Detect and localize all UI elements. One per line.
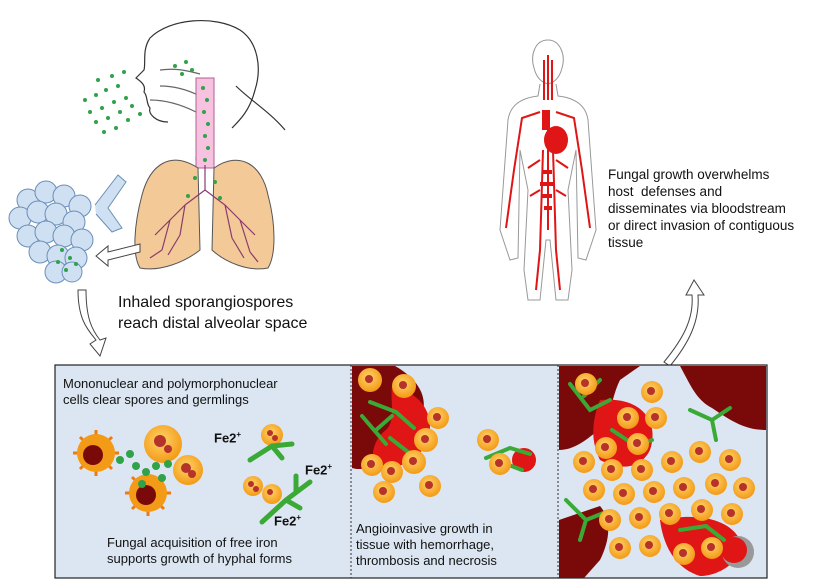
arrow-panel-to-body [663, 279, 705, 367]
phagocyte-cells [73, 425, 203, 516]
iron-line2: supports growth of hyphal forms [107, 551, 292, 566]
lungs [134, 159, 275, 270]
fe2-text: Fe2 [274, 513, 297, 529]
fungal-growth-line3: disseminates via bloodstream [608, 201, 786, 216]
arrow-lung-to-alveoli [95, 243, 141, 268]
angio-label: Angioinvasive growth in tissue with hemo… [356, 521, 497, 569]
angioinvasion-lesion [352, 366, 536, 503]
dissemination-tissue [559, 366, 766, 578]
angio-line1: Angioinvasive growth in [356, 521, 493, 536]
heart-icon [544, 126, 568, 154]
clearance-line2: cells clear spores and germlings [63, 392, 249, 407]
fungal-growth-line4: or direct invasion of contiguous [608, 218, 795, 233]
iron-line1: Fungal acquisition of free iron [107, 535, 278, 550]
fe2-charge: + [327, 462, 333, 471]
fe2-charge: + [296, 513, 302, 522]
fe2-label-1: Fe2+ [214, 430, 241, 445]
inhaled-label-line1: Inhaled sporangiospores [118, 294, 294, 311]
fungal-growth-label: Fungal growth overwhelms host defenses a… [608, 166, 794, 251]
clearance-label: Mononuclear and polymorphonuclear cells … [63, 376, 278, 408]
inhaled-label-line2: reach distal alveolar space [118, 315, 308, 332]
clearance-line1: Mononuclear and polymorphonuclear [63, 376, 278, 391]
fungal-growth-line2: host defenses and [608, 184, 723, 199]
iron-hyphae [243, 424, 313, 525]
trachea [195, 77, 215, 169]
fungal-growth-line5: tissue [608, 235, 644, 250]
fungal-growth-line1: Fungal growth overwhelms [608, 167, 770, 182]
fe2-charge: + [236, 430, 242, 439]
inhaled-spores [83, 60, 222, 200]
arrow-alveoli-to-panel [77, 289, 107, 358]
fe2-text: Fe2 [305, 462, 328, 478]
head-airway-illustration [135, 20, 286, 161]
alveoli-cluster [8, 174, 127, 284]
panel2-cells [358, 368, 511, 503]
fe2-label-2: Fe2+ [305, 462, 332, 477]
fe2-text: Fe2 [214, 430, 237, 446]
fe2-label-3: Fe2+ [274, 513, 301, 528]
inhaled-label: Inhaled sporangiospores reach distal alv… [118, 292, 307, 334]
angio-line3: thrombosis and necrosis [356, 553, 497, 568]
human-body-circulation [499, 39, 597, 301]
iron-label: Fungal acquisition of free iron supports… [107, 535, 292, 567]
angio-line2: tissue with hemorrhage, [356, 537, 495, 552]
